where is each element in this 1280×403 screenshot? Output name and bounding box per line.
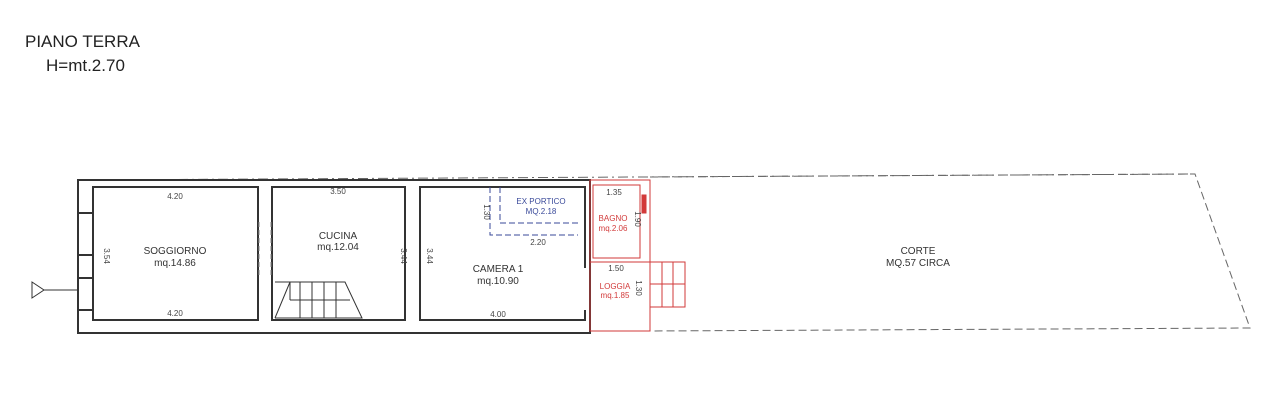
room-name-cucina: CUCINA <box>319 231 358 242</box>
dim-loggia-width: 1.50 <box>608 264 624 273</box>
room-area-corte: MQ.57 CIRCA <box>886 258 950 269</box>
dim-bagno-width: 1.35 <box>606 188 622 197</box>
dim-bagno-side: 1.90 <box>633 211 642 227</box>
corte-outline <box>649 173 1251 332</box>
dim-soggiorno-side: 3.54 <box>102 248 111 264</box>
new-additions <box>589 179 686 332</box>
room-area-camera: mq.10.90 <box>477 276 519 287</box>
dim-loggia-side: 1.30 <box>634 280 643 296</box>
dim-camera-side: 3.44 <box>425 248 434 264</box>
staircase <box>274 281 363 319</box>
plan-height: H=mt.2.70 <box>46 56 125 75</box>
dim-portico-width: 2.20 <box>530 238 546 247</box>
room-area-cucina: mq.12.04 <box>317 242 359 253</box>
dim-cucina-top: 3.50 <box>330 187 346 196</box>
room-name-loggia: LOGGIA <box>600 282 631 291</box>
dim-portico-side: 1.30 <box>482 204 491 220</box>
room-name-bagno: BAGNO <box>599 214 628 223</box>
room-name-ex-portico: EX PORTICO <box>516 197 565 206</box>
dim-soggiorno-top: 4.20 <box>167 192 183 201</box>
ex-portico-outline <box>489 187 578 236</box>
dim-camera-bottom: 4.00 <box>490 310 506 319</box>
room-name-corte: CORTE <box>901 246 936 257</box>
room-area-loggia: mq.1.85 <box>601 291 630 300</box>
room-name-soggiorno: SOGGIORNO <box>144 246 207 257</box>
room-name-camera: CAMERA 1 <box>473 264 524 275</box>
dim-soggiorno-bottom: 4.20 <box>167 309 183 318</box>
room-area-bagno: mq.2.06 <box>599 224 628 233</box>
entrance-arrow-icon <box>31 281 78 299</box>
room-area-soggiorno: mq.14.86 <box>154 258 196 269</box>
room-area-ex-portico: MQ.2.18 <box>526 207 557 216</box>
plan-title: PIANO TERRA <box>25 32 140 51</box>
dim-cucina-side: 3.44 <box>399 248 408 264</box>
